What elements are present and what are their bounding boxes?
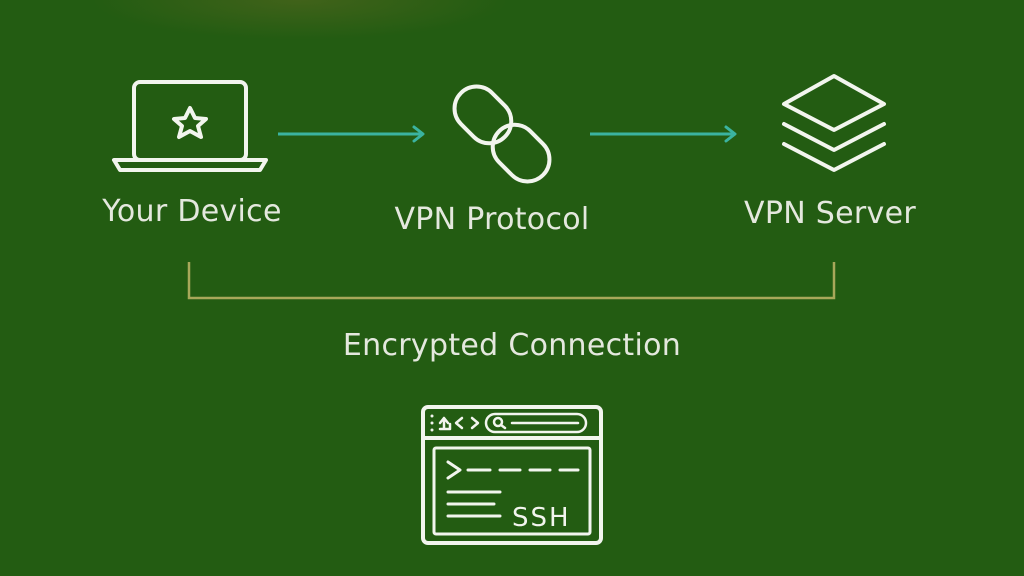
bracket-label: Encrypted Connection [342, 328, 682, 363]
arrow-protocol-to-server [590, 125, 737, 143]
node-label-protocol: VPN Protocol [394, 202, 590, 237]
top-glow [90, 0, 510, 40]
stacked-layers-icon [782, 74, 886, 172]
encryption-bracket [187, 262, 836, 300]
node-label-device: Your Device [102, 194, 282, 229]
ssh-terminal-window-icon: SSH [421, 405, 603, 545]
chain-link-icon [452, 84, 552, 184]
laptop-star-icon [112, 80, 268, 172]
arrow-device-to-protocol [278, 125, 425, 143]
ssh-label: SSH [512, 503, 571, 533]
node-label-server: VPN Server [744, 196, 916, 231]
